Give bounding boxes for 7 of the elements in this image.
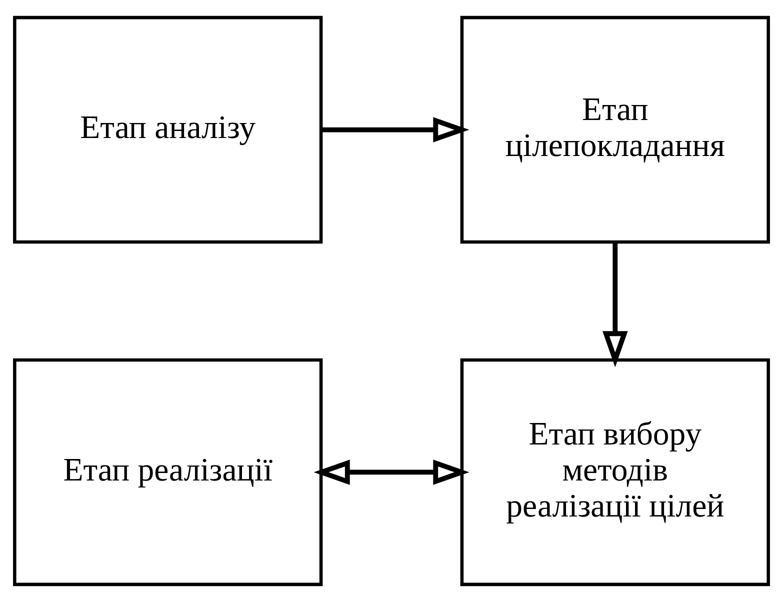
arrow [602, 242, 628, 367]
node-box: Етап вибору методів реалізації цілей [460, 358, 770, 586]
arrow [314, 459, 470, 484]
node-box: Етап реалізації [13, 358, 323, 586]
node-box: Етап аналізу [13, 15, 323, 244]
arrow [321, 116, 470, 142]
node-box: Етап цілепокладання [460, 15, 770, 244]
